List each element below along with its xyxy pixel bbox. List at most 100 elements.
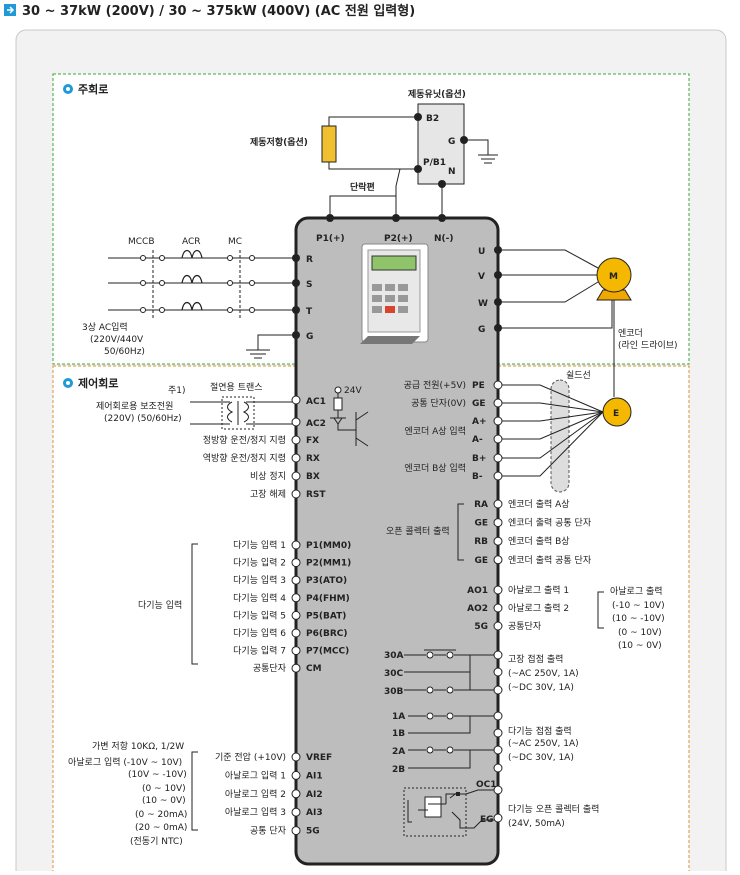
terminal-name: A- [472,435,483,445]
encoder-output-label: 엔코더 출력 B상 [508,535,570,547]
encoder-input-label: 공급 전원(+5V) [404,380,466,391]
multi-relay-dc: (~DC 30V, 1A) [508,753,574,763]
terminal-dot [291,558,301,568]
terminal-name: GE [474,556,488,566]
multi-relay-ac: (~AC 250V, 1A) [508,739,579,749]
keypad [360,243,429,344]
terminal-name: P1(MM0) [306,541,351,551]
dc-terminals: P1(+) P2(+) N(-) [316,214,454,244]
terminal-2b: 2B [392,765,405,775]
input-label: 아날로그 입력 1 [225,769,286,781]
terminal-dot [291,453,301,463]
terminal-name: RST [306,490,326,500]
terminal-name: AO2 [467,604,488,614]
terminal-1b: 1B [392,729,405,739]
terminal-name: CM [306,664,322,674]
terminal-dot [291,575,301,585]
terminal-t: T [306,307,313,317]
analog-range-4: (10 ~ 0V) [142,796,186,806]
terminal-dot [291,663,301,673]
terminal-name: P5(BAT) [306,611,346,621]
acr-label: ACR [182,237,201,247]
analog-range-1: 아날로그 입력 (-10V ~ 10V) [68,756,182,768]
terminal-name: B- [472,472,483,482]
oc-output-label: 다기능 오픈 콜렉터 출력 [508,803,599,815]
analog-range-7: (전동기 NTC) [130,836,183,847]
terminal-dot [493,416,503,426]
input-label: 공통 단자 [250,826,287,837]
terminal-dot [291,646,301,656]
terminal-dot [291,807,301,817]
input-label: 역방향 운전/정지 지령 [203,452,286,464]
terminal-name: A+ [472,417,487,427]
terminal-dot [291,789,301,799]
ao-range-2: (10 ~ -10V) [612,614,665,624]
short-bar-label: 단락편 [350,181,375,193]
analog-output-label: 공통단자 [508,621,542,632]
input-label: 공통단자 [253,663,287,674]
fault-relay: 30A 30C 30B 고장 접점 출력 (~AC 250V, 1A) (~DC… [384,649,579,697]
input-label: 아날로그 입력 3 [225,806,286,818]
open-collector-output: OC1 EG 다기능 오픈 콜렉터 출력 (24V, 50mA) [403,780,599,837]
terminal-name: BX [306,472,320,482]
terminal-name: RX [306,454,320,464]
input-label: 아날로그 입력 2 [225,788,286,800]
terminal-w: W [478,299,488,309]
v24-label: 24V [344,386,362,396]
terminal-dot [493,499,503,509]
bu-pb1-label: P/B1 [423,158,446,168]
input-label: 다기능 입력 7 [233,645,286,657]
encoder-output-label: 엔코더 출력 A상 [508,498,570,510]
main-circuit-heading: 주회로 [63,82,108,96]
aux-power-line2: (220V) (50/60Hz) [104,414,182,424]
main-circuit-title: 주회로 [78,82,108,96]
terminal-name: GE [472,399,486,409]
page-title: 30 ~ 37kW (200V) / 30 ~ 375kW (400V) (AC… [22,3,415,19]
terminal-s: S [306,280,312,290]
lcd-display [371,255,417,271]
terminal-ac2: AC2 [306,419,326,429]
terminal-v: V [478,272,485,282]
terminal-name: GE [474,519,488,529]
input-label: 다기능 입력 2 [233,557,286,569]
terminal-dot [291,628,301,638]
terminal-dot [291,610,301,620]
input-label: 다기능 입력 6 [233,627,286,639]
terminal-dot [493,453,503,463]
terminal-name: AI1 [306,771,323,781]
terminal-name: VREF [306,753,332,763]
terminal-dot [291,540,301,550]
terminal-oc1: OC1 [476,780,497,790]
terminal-p1: P1(+) [316,234,345,244]
analog-output-label: 아날로그 출력 2 [508,602,569,614]
pot-note: 가변 저항 10KΩ, 1/2W [92,741,184,752]
fault-relay-dc: (~DC 30V, 1A) [508,683,574,693]
terminal-dot [291,752,301,762]
encoder-input-label: 공통 단자(0V) [411,398,466,409]
terminal-name: AO1 [467,586,488,596]
analog-outputs: 아날로그 출력 (-10 ~ 10V) (10 ~ -10V) (0 ~ 10V… [467,584,664,651]
mccb-label: MCCB [128,237,155,247]
terminal-30a: 30A [384,651,404,661]
input-label: 다기능 입력 3 [233,574,286,586]
encoder-label: 엔코더 [618,328,643,339]
analog-left-notes: 가변 저항 10KΩ, 1/2W 아날로그 입력 (-10V ~ 10V) (1… [68,741,187,847]
terminal-name: P6(BRC) [306,629,347,639]
ao-range-title: 아날로그 출력 [610,585,663,597]
input-label: 다기능 입력 4 [233,592,286,604]
page-header: 30 ~ 37kW (200V) / 30 ~ 375kW (400V) (AC… [4,3,415,19]
ao-range-3: (0 ~ 10V) [618,628,662,638]
terminal-name: RB [474,537,488,547]
input-label: 고장 해제 [250,489,286,500]
output-terminals: U V W G [478,246,613,335]
terminal-name: PE [472,381,485,391]
input-label: 비상 정지 [250,471,286,482]
terminal-u: U [478,247,485,257]
terminal-dot [493,603,503,613]
brake-resistor: 제동저항(옵션) [250,116,418,170]
terminal-dot [493,471,503,481]
terminal-name: AI2 [306,790,323,800]
